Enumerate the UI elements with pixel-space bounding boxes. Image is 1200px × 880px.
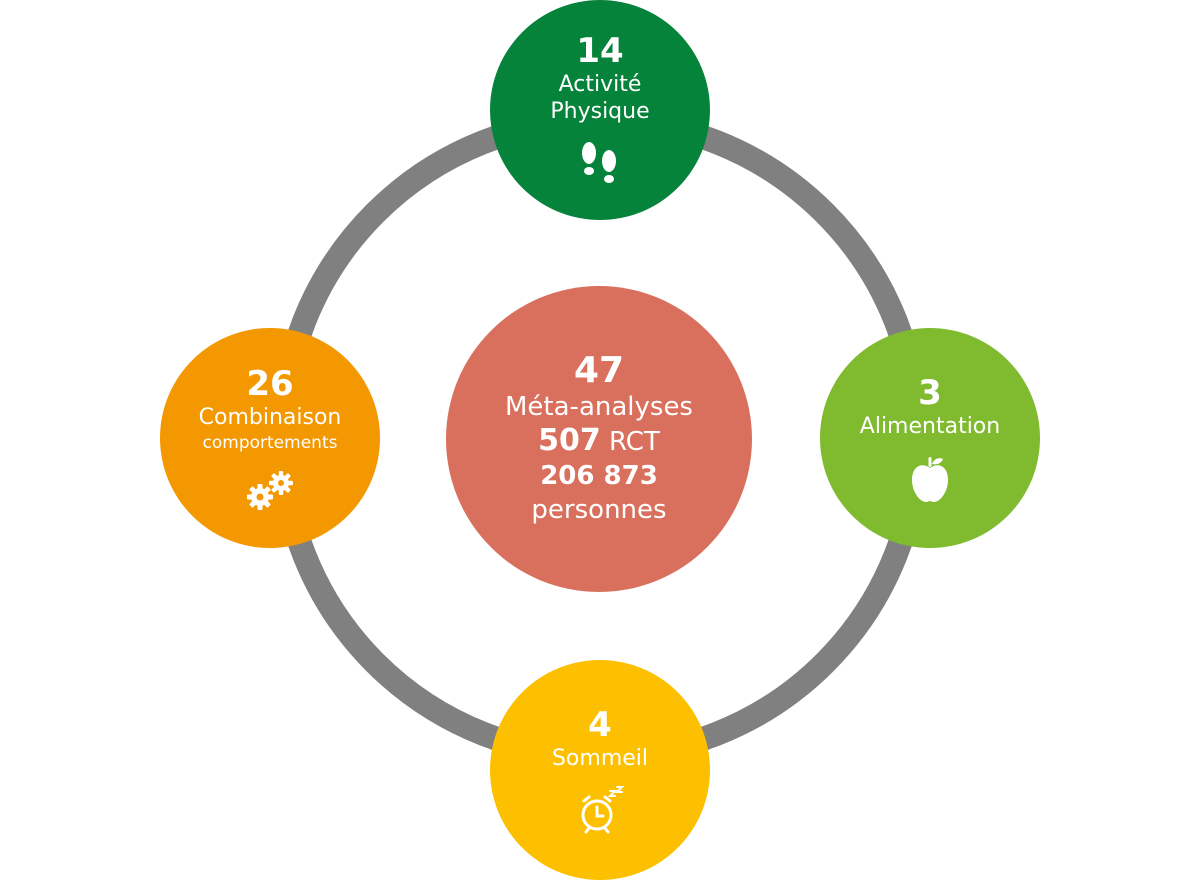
- apple-icon: [912, 456, 948, 502]
- node-count: 4: [588, 704, 612, 745]
- center-rct-label: RCT: [609, 426, 660, 457]
- center-people-label: personnes: [531, 494, 667, 525]
- footprints-icon: [582, 142, 616, 183]
- gears-icon: [247, 470, 293, 510]
- node-combinaison-comportements: 26 Combinaison comportements: [160, 328, 380, 548]
- node-activite-physique: 14 Activité Physique: [490, 0, 710, 220]
- node-label-line2: Physique: [550, 99, 650, 124]
- node-label: Sommeil: [551, 745, 649, 771]
- center-count: 47: [573, 349, 625, 391]
- node-count: 3: [918, 372, 942, 413]
- node-alimentation: 3 Alimentation: [820, 328, 1040, 548]
- alarm-clock-icon: [581, 785, 625, 833]
- node-count: 14: [576, 31, 624, 71]
- node-label-line1: Combinaison: [198, 404, 342, 430]
- node-center-summary: 47 Méta-analyses 507 RCT 206 873 personn…: [446, 286, 752, 592]
- node-count: 26: [246, 363, 294, 404]
- node-label-line2: comportements: [202, 432, 338, 453]
- center-rct-count: 507: [538, 422, 601, 458]
- node-label-line1: Activité: [558, 72, 642, 97]
- center-rct-row: 507 RCT: [538, 422, 660, 459]
- node-sommeil: 4 Sommeil: [490, 660, 710, 880]
- node-label: Alimentation: [859, 413, 1001, 439]
- center-people-count: 206 873: [540, 460, 658, 491]
- center-label: Méta-analyses: [505, 391, 693, 422]
